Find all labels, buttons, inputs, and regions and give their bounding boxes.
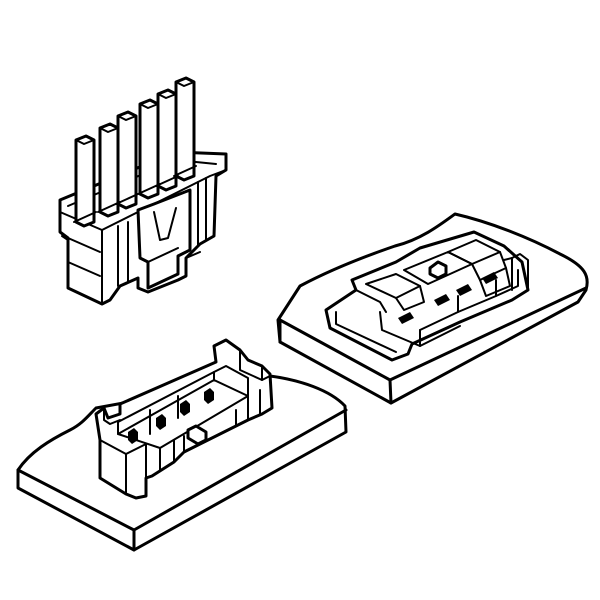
vt-pin-4 <box>204 388 214 404</box>
plug-housing-assembly <box>58 76 228 306</box>
header-window <box>186 424 208 446</box>
plug-pin-1 <box>74 134 96 228</box>
polarization-bump <box>428 260 448 280</box>
rt-pin-2 <box>434 294 450 306</box>
rt-pin-4 <box>482 272 498 284</box>
plug-pin-3 <box>116 110 138 210</box>
plug-pin-6 <box>174 76 196 182</box>
vertical-header-assembly <box>16 338 348 552</box>
plug-pin-2 <box>98 122 120 218</box>
vt-pin-3 <box>180 400 190 416</box>
plug-pin-5 <box>156 88 178 192</box>
vt-pin-1 <box>128 428 138 444</box>
vertical-header-body <box>94 338 274 500</box>
rt-pin-3 <box>456 284 472 296</box>
right-angle-header-assembly <box>276 212 589 405</box>
right-angle-header-body <box>324 230 530 362</box>
plug-pin-4 <box>138 98 160 200</box>
rt-pin-1 <box>398 312 414 324</box>
vt-pin-2 <box>156 414 166 430</box>
